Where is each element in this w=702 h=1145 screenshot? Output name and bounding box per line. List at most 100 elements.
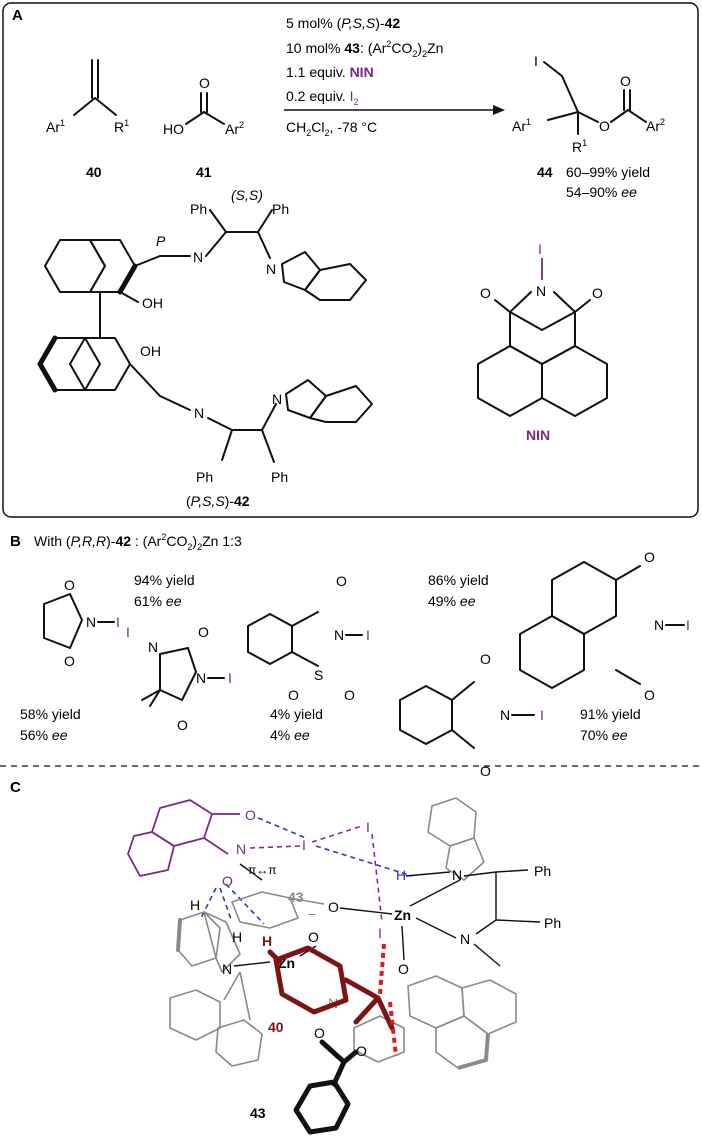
svg-text:OH: OH [142,295,163,311]
svg-text:Ph: Ph [196,469,213,485]
nis-structure: O O N I 58% yield 56% ee [20,577,120,743]
svg-text:O: O [199,75,210,91]
svg-text:N: N [272,391,282,407]
dih-yield: 94% yield [134,572,195,588]
svg-text:H: H [190,897,200,913]
svg-text:Ph: Ph [271,469,288,485]
svg-text:HO: HO [163,121,184,137]
svg-text:R1: R1 [114,118,129,135]
panel-c: C O N O I I I π↔π 43 [10,779,561,1135]
svg-text:O: O [64,653,75,669]
svg-text:Ar1: Ar1 [46,118,65,135]
svg-text:O: O [344,687,355,703]
svg-text:N: N [193,249,203,265]
svg-text:I: I [366,819,370,835]
nin-structure-b: O O N I 91% yield 70% ee [519,549,690,743]
svg-text:O: O [222,873,233,889]
nip-ee: 49% ee [428,593,476,609]
svg-text:O: O [592,285,603,301]
svg-text:NIN: NIN [526,427,550,443]
svg-text:N: N [86,614,96,630]
svg-text:O: O [644,687,655,703]
panel-a-label: A [12,7,23,24]
reaction-arrow-head [493,105,505,115]
nin-reagent: I N O O NIN [477,241,608,443]
svg-text:I: I [126,624,130,640]
svg-text:1.1 equiv. NIN: 1.1 equiv. NIN [286,64,374,80]
svg-text:I: I [302,837,306,853]
svg-text:5 mol% (P,S,S)-42: 5 mol% (P,S,S)-42 [286,15,400,31]
svg-text:40: 40 [268,1019,284,1035]
svg-text:O: O [198,624,209,640]
svg-text:O: O [480,285,491,301]
ts-nin: O N O I I I [127,799,413,941]
svg-text:43: 43 [250,1105,266,1121]
svg-text:O: O [314,1025,325,1041]
panel-c-label: C [10,779,21,796]
svg-text:N: N [196,670,206,686]
svg-text:Ph: Ph [190,201,207,217]
svg-text:H: H [396,867,406,883]
svg-text:H: H [262,933,272,949]
product-44: I Ar1 R1 O O Ar2 44 60–99% yield 54–90% … [512,53,665,200]
svg-text:O: O [177,717,188,733]
svg-text:O: O [398,961,409,977]
svg-text:P: P [156,233,166,249]
svg-text:N: N [500,707,510,723]
panel-b: B With (P,R,R)-42 : (Ar2CO2)2Zn 1:3 O O … [10,532,690,779]
svg-text:41: 41 [196,164,212,180]
ts-benzoate-43: O O 43 [250,1025,367,1135]
svg-text:I: I [538,241,542,257]
svg-text:N: N [148,639,158,655]
svg-text:I: I [686,617,690,633]
ts-cmp43-grey: 43 [288,889,304,905]
svg-text:40: 40 [86,164,102,180]
svg-text:Ar2: Ar2 [646,117,665,134]
svg-text:I: I [540,707,544,723]
svg-text:O: O [328,899,339,915]
svg-text:N: N [654,617,664,633]
nisac-yield: 4% yield [270,706,323,722]
nisac-ee: 4% ee [270,727,310,743]
svg-text:N: N [334,627,344,643]
svg-text:N: N [266,261,276,277]
pi-pi-label: π↔π [248,863,277,877]
svg-text:Ar2: Ar2 [225,120,244,137]
svg-text:I: I [228,670,232,686]
svg-text:CH2Cl2, -78 °C: CH2Cl2, -78 °C [286,119,377,138]
svg-text:OH: OH [140,343,161,359]
svg-text:60–99% yield: 60–99% yield [566,164,650,180]
svg-text:O: O [245,807,256,823]
svg-text:Ph: Ph [272,201,289,217]
svg-text:S: S [314,667,323,683]
svg-text:I: I [116,614,120,630]
ts-catalyst-scaffold: – O O Zn Zn N H Ph Ph N O [169,797,561,1070]
nip-yield: 86% yield [428,572,489,588]
svg-text:Zn: Zn [394,907,411,923]
reaction-conditions: 5 mol% (P,S,S)-42 10 mol% 43: (Ar2CO2)2Z… [286,15,443,138]
svg-text:O: O [644,549,655,565]
svg-text:10 mol% 43: (Ar2CO2)2Zn: 10 mol% 43: (Ar2CO2)2Zn [286,39,443,59]
svg-text:N: N [236,841,246,857]
svg-text:–: – [308,905,316,921]
svg-text:Ph: Ph [534,863,551,879]
nis-yield: 58% yield [20,706,81,722]
svg-text:O: O [336,573,347,589]
nisac-structure: O N I S O O 4% yield 4% ee [247,573,370,743]
nis-ee: 56% ee [20,727,68,743]
svg-text:N: N [536,283,546,299]
catalyst-42: N P OH OH N Ph Ph (S,S) N [37,187,373,509]
svg-text:N: N [194,405,204,421]
nin-b-ee: 70% ee [580,727,628,743]
svg-text:(S,S): (S,S) [231,187,263,203]
svg-text:O: O [64,577,75,593]
svg-text:0.2 equiv. I2: 0.2 equiv. I2 [286,88,358,107]
svg-text:O: O [288,687,299,703]
svg-text:O: O [308,929,319,945]
substrate-40: Ar1 R1 40 [46,59,129,180]
svg-text:54–90% ee: 54–90% ee [566,184,637,200]
svg-text:N: N [222,961,232,977]
acid-41: O HO Ar2 41 [163,75,244,180]
panel-a-frame [2,2,699,518]
